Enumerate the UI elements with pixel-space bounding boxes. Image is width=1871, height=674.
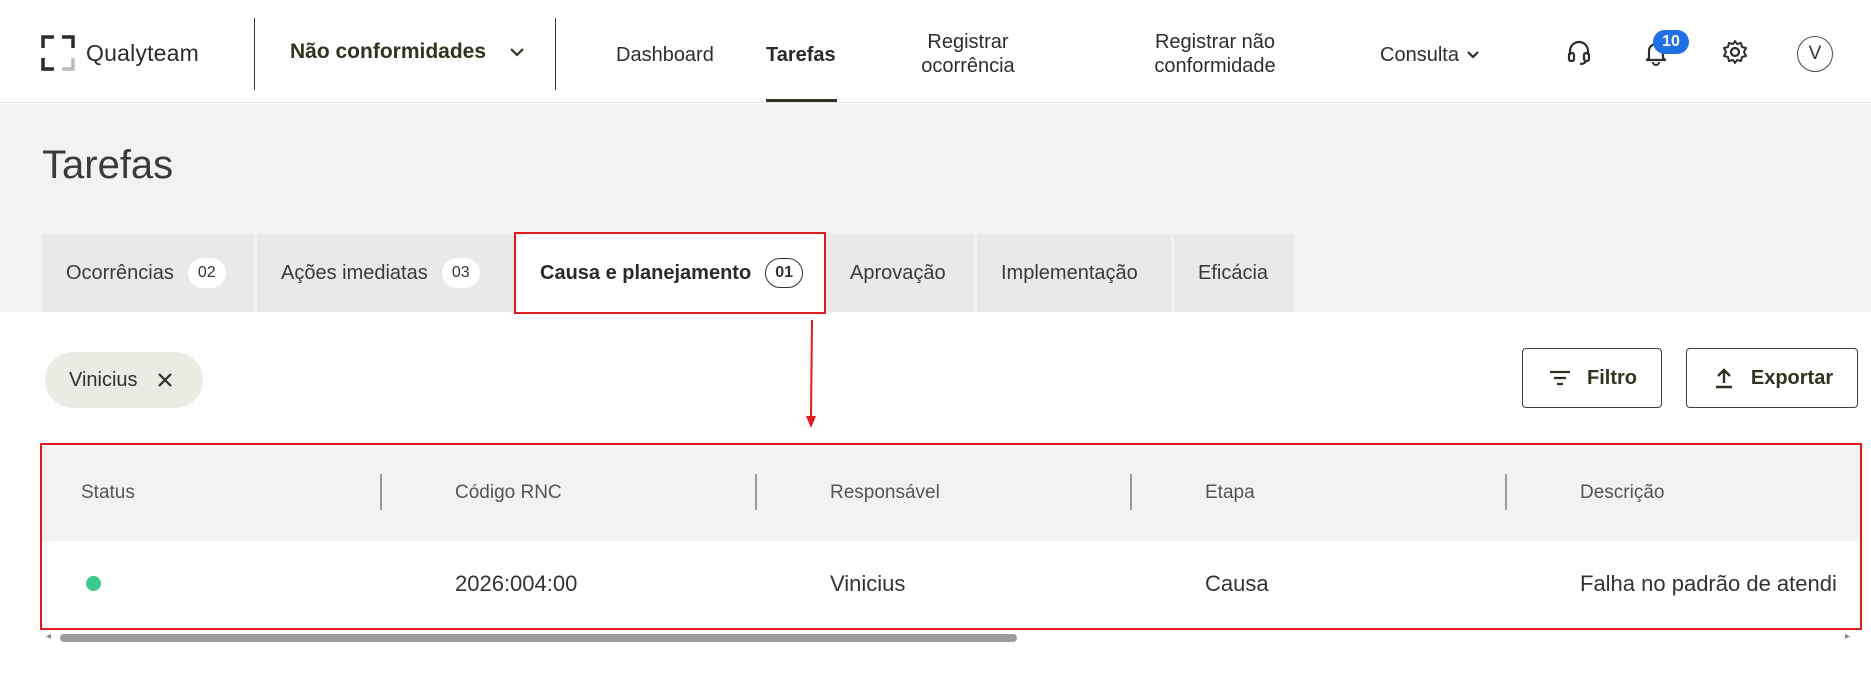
logo-text: Qualyteam	[86, 39, 200, 66]
scroll-left-icon[interactable]: ◂	[46, 631, 52, 642]
table-header	[42, 447, 1862, 541]
qualyteam-logo[interactable]: Qualyteam	[40, 34, 199, 72]
page-title: Tarefas	[42, 143, 174, 187]
nav-active-indicator	[766, 99, 837, 102]
tab-count-badge: 03	[441, 258, 480, 288]
filter-chip: Vinicius	[45, 352, 203, 408]
nav-dashboard[interactable]: Dashboard	[616, 44, 714, 66]
user-avatar[interactable]: V	[1797, 36, 1833, 72]
headset-icon[interactable]	[1563, 36, 1595, 68]
cell-descricao: Falha no padrão de atendi	[1580, 571, 1837, 596]
table-row[interactable]	[42, 541, 1862, 627]
nav-label-line2: conformidade	[1154, 55, 1276, 77]
column-header-etapa[interactable]: Etapa	[1205, 482, 1255, 503]
export-button[interactable]: Exportar	[1686, 348, 1858, 408]
tab-ocorrencias[interactable]: Ocorrências 02	[42, 234, 254, 312]
nav-registrar-nao-conformidade[interactable]: Registrar não conformidade	[1134, 30, 1296, 78]
column-resize-handle[interactable]	[380, 474, 382, 510]
nav-label-line1: Registrar	[927, 31, 1009, 53]
column-resize-handle[interactable]	[1505, 474, 1507, 510]
chevron-down-icon	[510, 48, 524, 57]
module-selector[interactable]: Não conformidades	[290, 40, 526, 64]
tab-label: Ações imediatas	[281, 261, 428, 284]
chevron-down-icon	[1467, 51, 1479, 59]
tab-label: Ocorrências	[66, 261, 174, 284]
tab-acoes-imediatas[interactable]: Ações imediatas 03	[257, 234, 515, 312]
tab-label: Aprovação	[850, 261, 946, 284]
filter-button-label: Filtro	[1587, 366, 1637, 389]
module-label: Não conformidades	[290, 40, 487, 63]
tab-label: Implementação	[1001, 261, 1138, 284]
tab-label: Eficácia	[1198, 261, 1269, 284]
tab-label: Causa e planejamento	[540, 261, 752, 284]
tab-count-badge: 01	[765, 258, 804, 288]
cell-responsavel: Vinicius	[830, 571, 906, 596]
nav-consulta[interactable]: Consulta	[1380, 43, 1481, 67]
column-header-responsavel[interactable]: Responsável	[830, 482, 940, 503]
tab-aprovacao[interactable]: Aprovação	[826, 234, 974, 312]
cell-etapa: Causa	[1205, 571, 1269, 596]
status-indicator	[86, 576, 101, 591]
nav-tarefas[interactable]: Tarefas	[766, 44, 836, 66]
nav-label-line1: Registrar não	[1154, 31, 1276, 53]
column-resize-handle[interactable]	[755, 474, 757, 510]
tab-count-badge: 02	[187, 258, 226, 288]
scroll-right-icon[interactable]: ▸	[1845, 631, 1851, 642]
column-header-status[interactable]: Status	[81, 482, 135, 503]
nav-registrar-ocorrencia[interactable]: Registrar ocorrência	[908, 30, 1028, 78]
nav-label-line2: ocorrência	[921, 55, 1015, 77]
header-divider	[254, 18, 255, 90]
nav-consulta-label: Consulta	[1380, 44, 1459, 66]
column-header-codigo-rnc[interactable]: Código RNC	[455, 482, 562, 503]
qualyteam-logo-icon	[41, 35, 75, 71]
filter-icon	[1550, 370, 1570, 386]
tab-eficacia[interactable]: Eficácia	[1174, 234, 1294, 312]
column-header-descricao[interactable]: Descrição	[1580, 482, 1665, 503]
scrollbar-thumb[interactable]	[60, 634, 1017, 642]
gear-icon[interactable]	[1719, 36, 1751, 68]
cell-codigo-rnc: 2026:004:00	[455, 571, 578, 596]
tab-implementacao[interactable]: Implementação	[977, 234, 1171, 312]
column-resize-handle[interactable]	[1130, 474, 1132, 510]
export-button-label: Exportar	[1750, 366, 1834, 389]
tab-causa-e-planejamento[interactable]: Causa e planejamento 01	[516, 234, 824, 312]
close-icon[interactable]	[156, 371, 174, 389]
header-divider	[555, 18, 556, 90]
upload-icon	[1715, 368, 1732, 389]
top-header: Qualyteam Não conformidades Dashboard Ta…	[0, 0, 1871, 103]
filter-chip-label: Vinicius	[69, 368, 138, 391]
notification-count-badge: 10	[1653, 30, 1689, 54]
filter-button[interactable]: Filtro	[1522, 348, 1662, 408]
